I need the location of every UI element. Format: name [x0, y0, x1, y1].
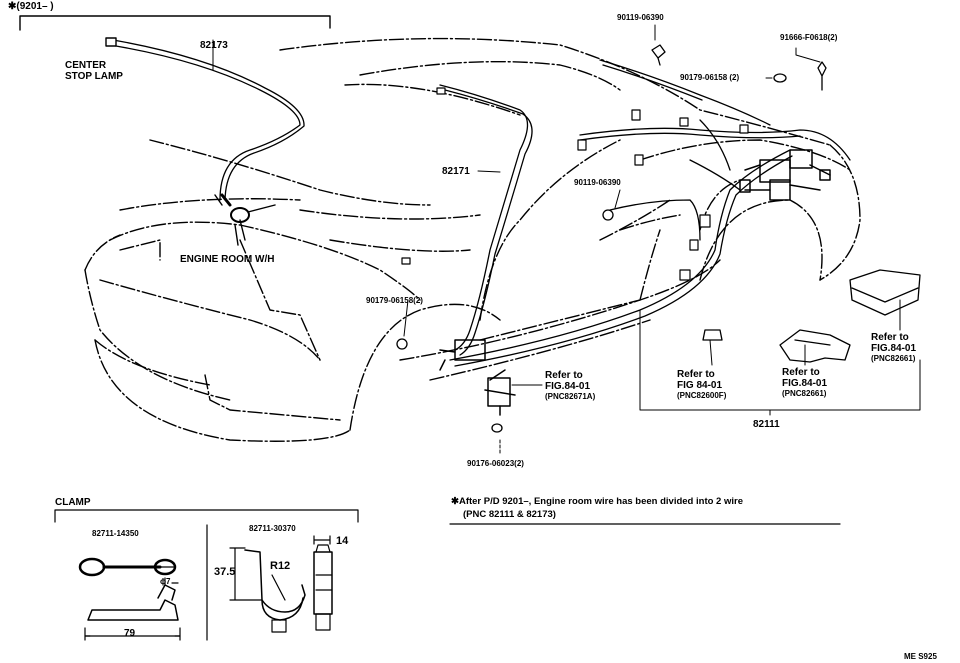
header-bracket — [19, 15, 331, 31]
ref-relay-front-line1: Refer to — [545, 370, 583, 381]
ref-relay-front[interactable]: Refer to FIG.84-01 (PNC82671A) — [545, 370, 595, 401]
label-bolt-mid[interactable]: 90119-06390 — [574, 178, 621, 187]
clamp-dim-radius: R12 — [270, 560, 291, 572]
clamp-dim-length: 79 — [124, 628, 136, 639]
ref-connector-line2: FIG 84-01 — [677, 380, 723, 391]
ref-connector-line1: Refer to — [677, 369, 715, 380]
ref-relay-front-pnc: (PNC82671A) — [545, 392, 596, 401]
label-grommet-front[interactable]: 90179-06158(2) — [366, 296, 423, 305]
center-stop-lamp-line2: STOP LAMP — [65, 71, 123, 82]
wire-harness-82171 — [439, 84, 533, 356]
ref-bracket-line1: Refer to — [782, 367, 820, 378]
engine-room-grommet — [214, 193, 276, 246]
header-date-range: ✱(9201– ) — [8, 1, 54, 12]
ref-connector[interactable]: Refer to FIG 84-01 (PNC82600F) — [677, 369, 726, 400]
ref-bracket-pnc: (PNC82661) — [782, 389, 827, 398]
ref-junction-box-pnc: (PNC82661) — [871, 354, 916, 363]
footnote-line2: (PNC 82111 & 82173) — [463, 509, 556, 520]
connector-82600f — [702, 329, 723, 341]
ref-junction-box-line1: Refer to — [871, 332, 909, 343]
front-relay-block — [439, 339, 516, 416]
center-stop-lamp-connector — [105, 37, 117, 47]
ref-junction-box-line2: FIG.84-01 — [871, 343, 917, 354]
ref-bracket-line2: FIG.84-01 — [782, 378, 828, 389]
label-nut-bottom[interactable]: 90176-06023(2) — [467, 459, 524, 468]
clamp-dim-width: 14 — [336, 535, 349, 547]
label-82173[interactable]: 82173 — [200, 40, 228, 51]
label-bolt-top[interactable]: 90119-06390 — [617, 13, 664, 22]
harness-connectors — [401, 87, 749, 281]
rear-relay-cluster — [739, 149, 831, 201]
label-center-stop-lamp: CENTER STOP LAMP — [65, 60, 123, 82]
footnote-line1: ✱After P/D 9201–, Engine room wire has b… — [451, 496, 743, 507]
bracket-82661 — [779, 329, 851, 363]
clamp-title: CLAMP — [55, 497, 91, 508]
ref-connector-pnc: (PNC82600F) — [677, 391, 727, 400]
label-grommet-top[interactable]: 90179-06158 (2) — [680, 73, 740, 82]
ref-junction-box[interactable]: Refer to FIG.84-01 (PNC82661) — [871, 332, 916, 363]
clamp-right-part[interactable]: 82711-30370 — [249, 524, 296, 533]
ref-bracket[interactable]: Refer to FIG.84-01 (PNC82661) — [782, 367, 827, 398]
ref-relay-front-line2: FIG.84-01 — [545, 381, 591, 392]
clamp-dim-height: 37.5 — [214, 566, 236, 578]
corner-code: ME S925 — [904, 652, 937, 661]
label-82111[interactable]: 82111 — [753, 419, 780, 430]
label-82171[interactable]: 82171 — [442, 166, 470, 177]
label-clip-top-right[interactable]: 91666-F0618(2) — [780, 33, 838, 42]
label-engine-room-wh: ENGINE ROOM W/H — [180, 254, 275, 265]
clamp-dim-diameter: ϕ7 — [160, 577, 171, 586]
leader-lines — [212, 24, 921, 456]
clamp-section — [54, 509, 359, 641]
clamp-left-part[interactable]: 82711-14350 — [92, 529, 139, 538]
car-body-outline — [84, 37, 861, 442]
wire-harness-82173 — [109, 39, 305, 201]
fasteners — [396, 44, 827, 433]
center-stop-lamp-line1: CENTER — [65, 60, 107, 71]
junction-box-82661 — [849, 269, 921, 316]
wire-harness-82111 — [449, 59, 851, 367]
